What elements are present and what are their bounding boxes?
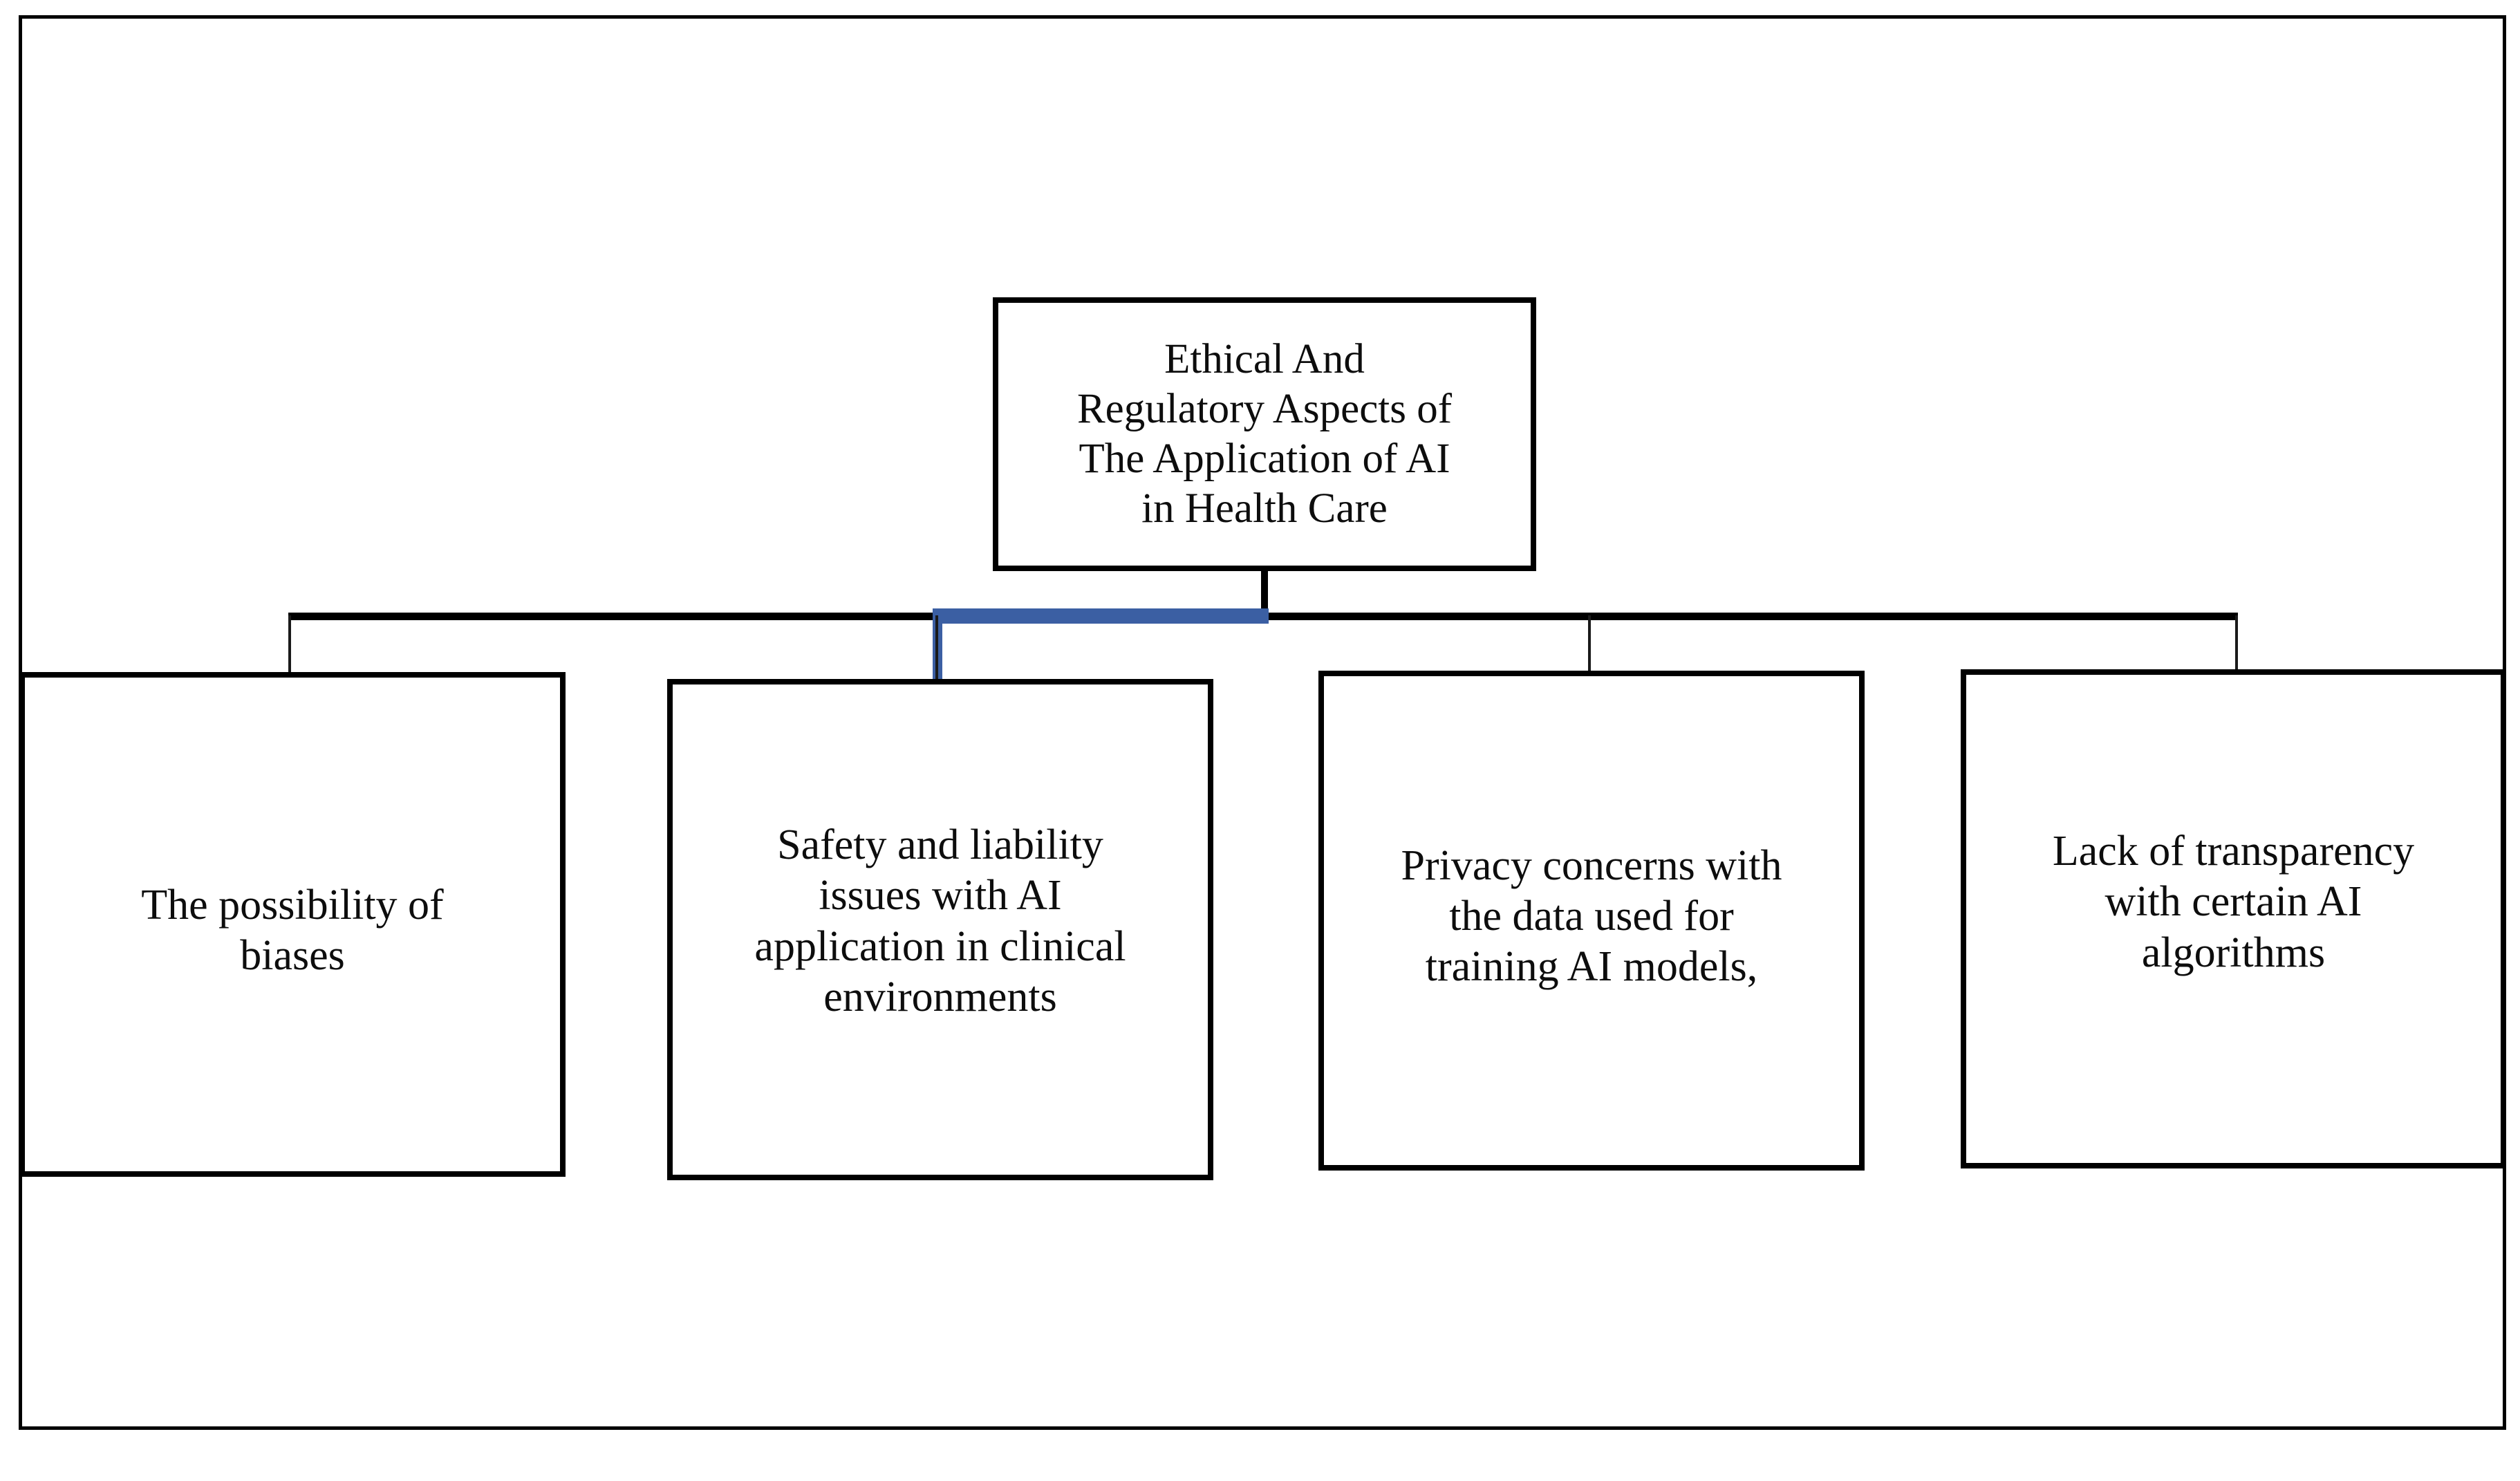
connector-drop-child-1 bbox=[288, 615, 291, 675]
child-node-label: Safety and liability issues with AI appl… bbox=[754, 821, 1126, 1021]
connector-drop-child-4 bbox=[2235, 615, 2238, 672]
child-node-label: The possibility of biases bbox=[141, 881, 444, 979]
child-node-privacy-concerns[interactable]: Privacy concerns with the data used for … bbox=[1318, 671, 1865, 1171]
connector-highlight-bus-segment bbox=[933, 608, 1269, 624]
child-node-label: Privacy concerns with the data used for … bbox=[1401, 841, 1782, 991]
root-node-label: Ethical And Regulatory Aspects of The Ap… bbox=[1076, 336, 1453, 532]
connector-root-stub bbox=[1261, 571, 1268, 615]
root-node[interactable]: Ethical And Regulatory Aspects of The Ap… bbox=[993, 297, 1536, 571]
child-node-safety-and-liability[interactable]: Safety and liability issues with AI appl… bbox=[667, 679, 1213, 1180]
connector-drop-child-2 bbox=[935, 615, 938, 680]
connector-drop-child-3 bbox=[1588, 615, 1591, 673]
child-node-label: Lack of transparency with certain AI alg… bbox=[2052, 828, 2415, 976]
child-node-lack-of-transparency[interactable]: Lack of transparency with certain AI alg… bbox=[1961, 669, 2506, 1168]
child-node-possibility-of-biases[interactable]: The possibility of biases bbox=[19, 672, 566, 1177]
